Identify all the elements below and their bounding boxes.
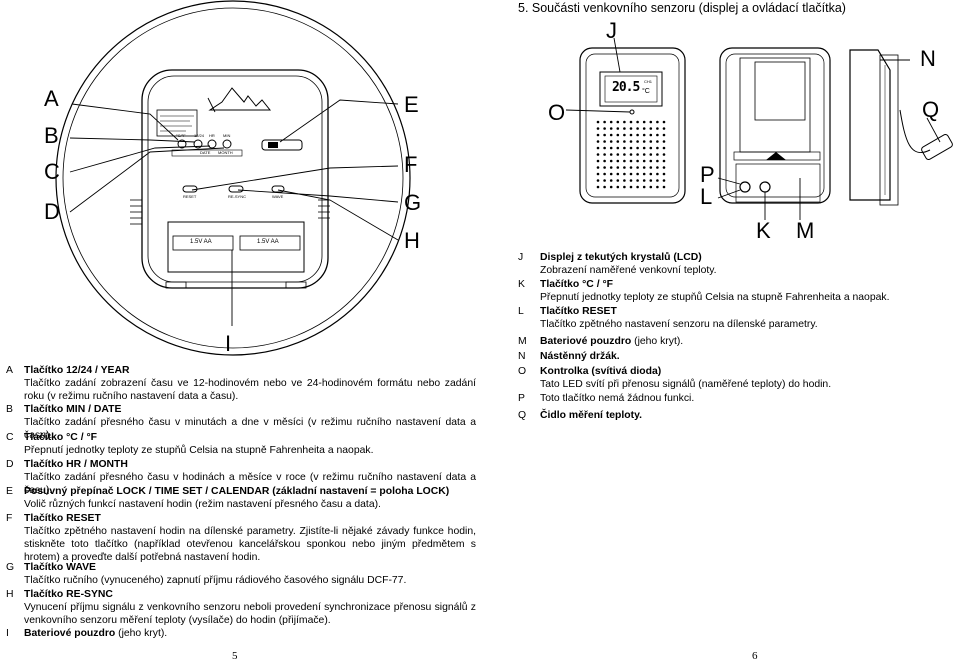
callout-e: E [404, 92, 419, 117]
callout-m: M [796, 218, 815, 243]
section-title: 5. Součásti venkovního senzoru (displej … [518, 1, 846, 15]
callout-b: B [44, 123, 59, 148]
callout-d: D [44, 199, 60, 224]
right-item-o: O Kontrolka (svítivá dioda)Tato LED svít… [518, 366, 832, 390]
page-number-right: 6 [752, 650, 758, 662]
callout-h: H [404, 228, 420, 253]
callout-j: J [606, 18, 617, 43]
lcd-unit: °C [642, 88, 650, 95]
button-label-reset: RESET [183, 194, 197, 199]
callout-o: O [548, 100, 566, 125]
button-label-resync: RE-SYNC [228, 194, 247, 199]
right-item-j: J Displej z tekutých krystalů (LCD)Zobra… [518, 252, 717, 276]
callout-i: I [225, 331, 232, 356]
right-item-q: Q Čidlo měření teploty. [518, 410, 642, 421]
lcd-value: 20.5 [612, 80, 640, 95]
callout-k: K [756, 218, 771, 243]
right-item-p: P Toto tlačítko nemá žádnou funkci. [518, 393, 695, 404]
callout-n: N [920, 46, 936, 71]
button-label-hr: HR [209, 133, 215, 138]
battery-label-1: 1.5V AA [190, 239, 212, 245]
lcd-channel: CH1 [644, 79, 653, 84]
left-item-e: E Posuvný přepínač LOCK / TIME SET / CAL… [6, 486, 450, 510]
left-item-i: I Bateriové pouzdro (jeho kryt). [6, 628, 168, 639]
button-label-12-24: 12/24 [194, 133, 205, 138]
battery-label-2: 1.5V AA [257, 239, 279, 245]
callout-c: C [44, 159, 60, 184]
right-item-n: N Nástěnný držák. [518, 351, 620, 362]
button-label-min: MIN [223, 133, 231, 138]
button-label-month: MONTH [218, 150, 233, 155]
button-label-wave: WAVE [272, 194, 284, 199]
callout-q: Q [922, 97, 940, 122]
right-item-m: M Bateriové pouzdro (jeho kryt). [518, 336, 684, 347]
callout-a: A [44, 86, 59, 111]
callout-f: F [404, 152, 418, 177]
callout-g: G [404, 190, 422, 215]
callout-p: P [700, 162, 715, 187]
button-label-date: DATE [200, 150, 211, 155]
button-label-c-f: °C/°F [176, 133, 186, 138]
page-number-left: 5 [232, 650, 238, 662]
callout-l: L [700, 184, 713, 209]
sensor-figure [565, 37, 953, 220]
clock-back-figure [55, 0, 411, 356]
